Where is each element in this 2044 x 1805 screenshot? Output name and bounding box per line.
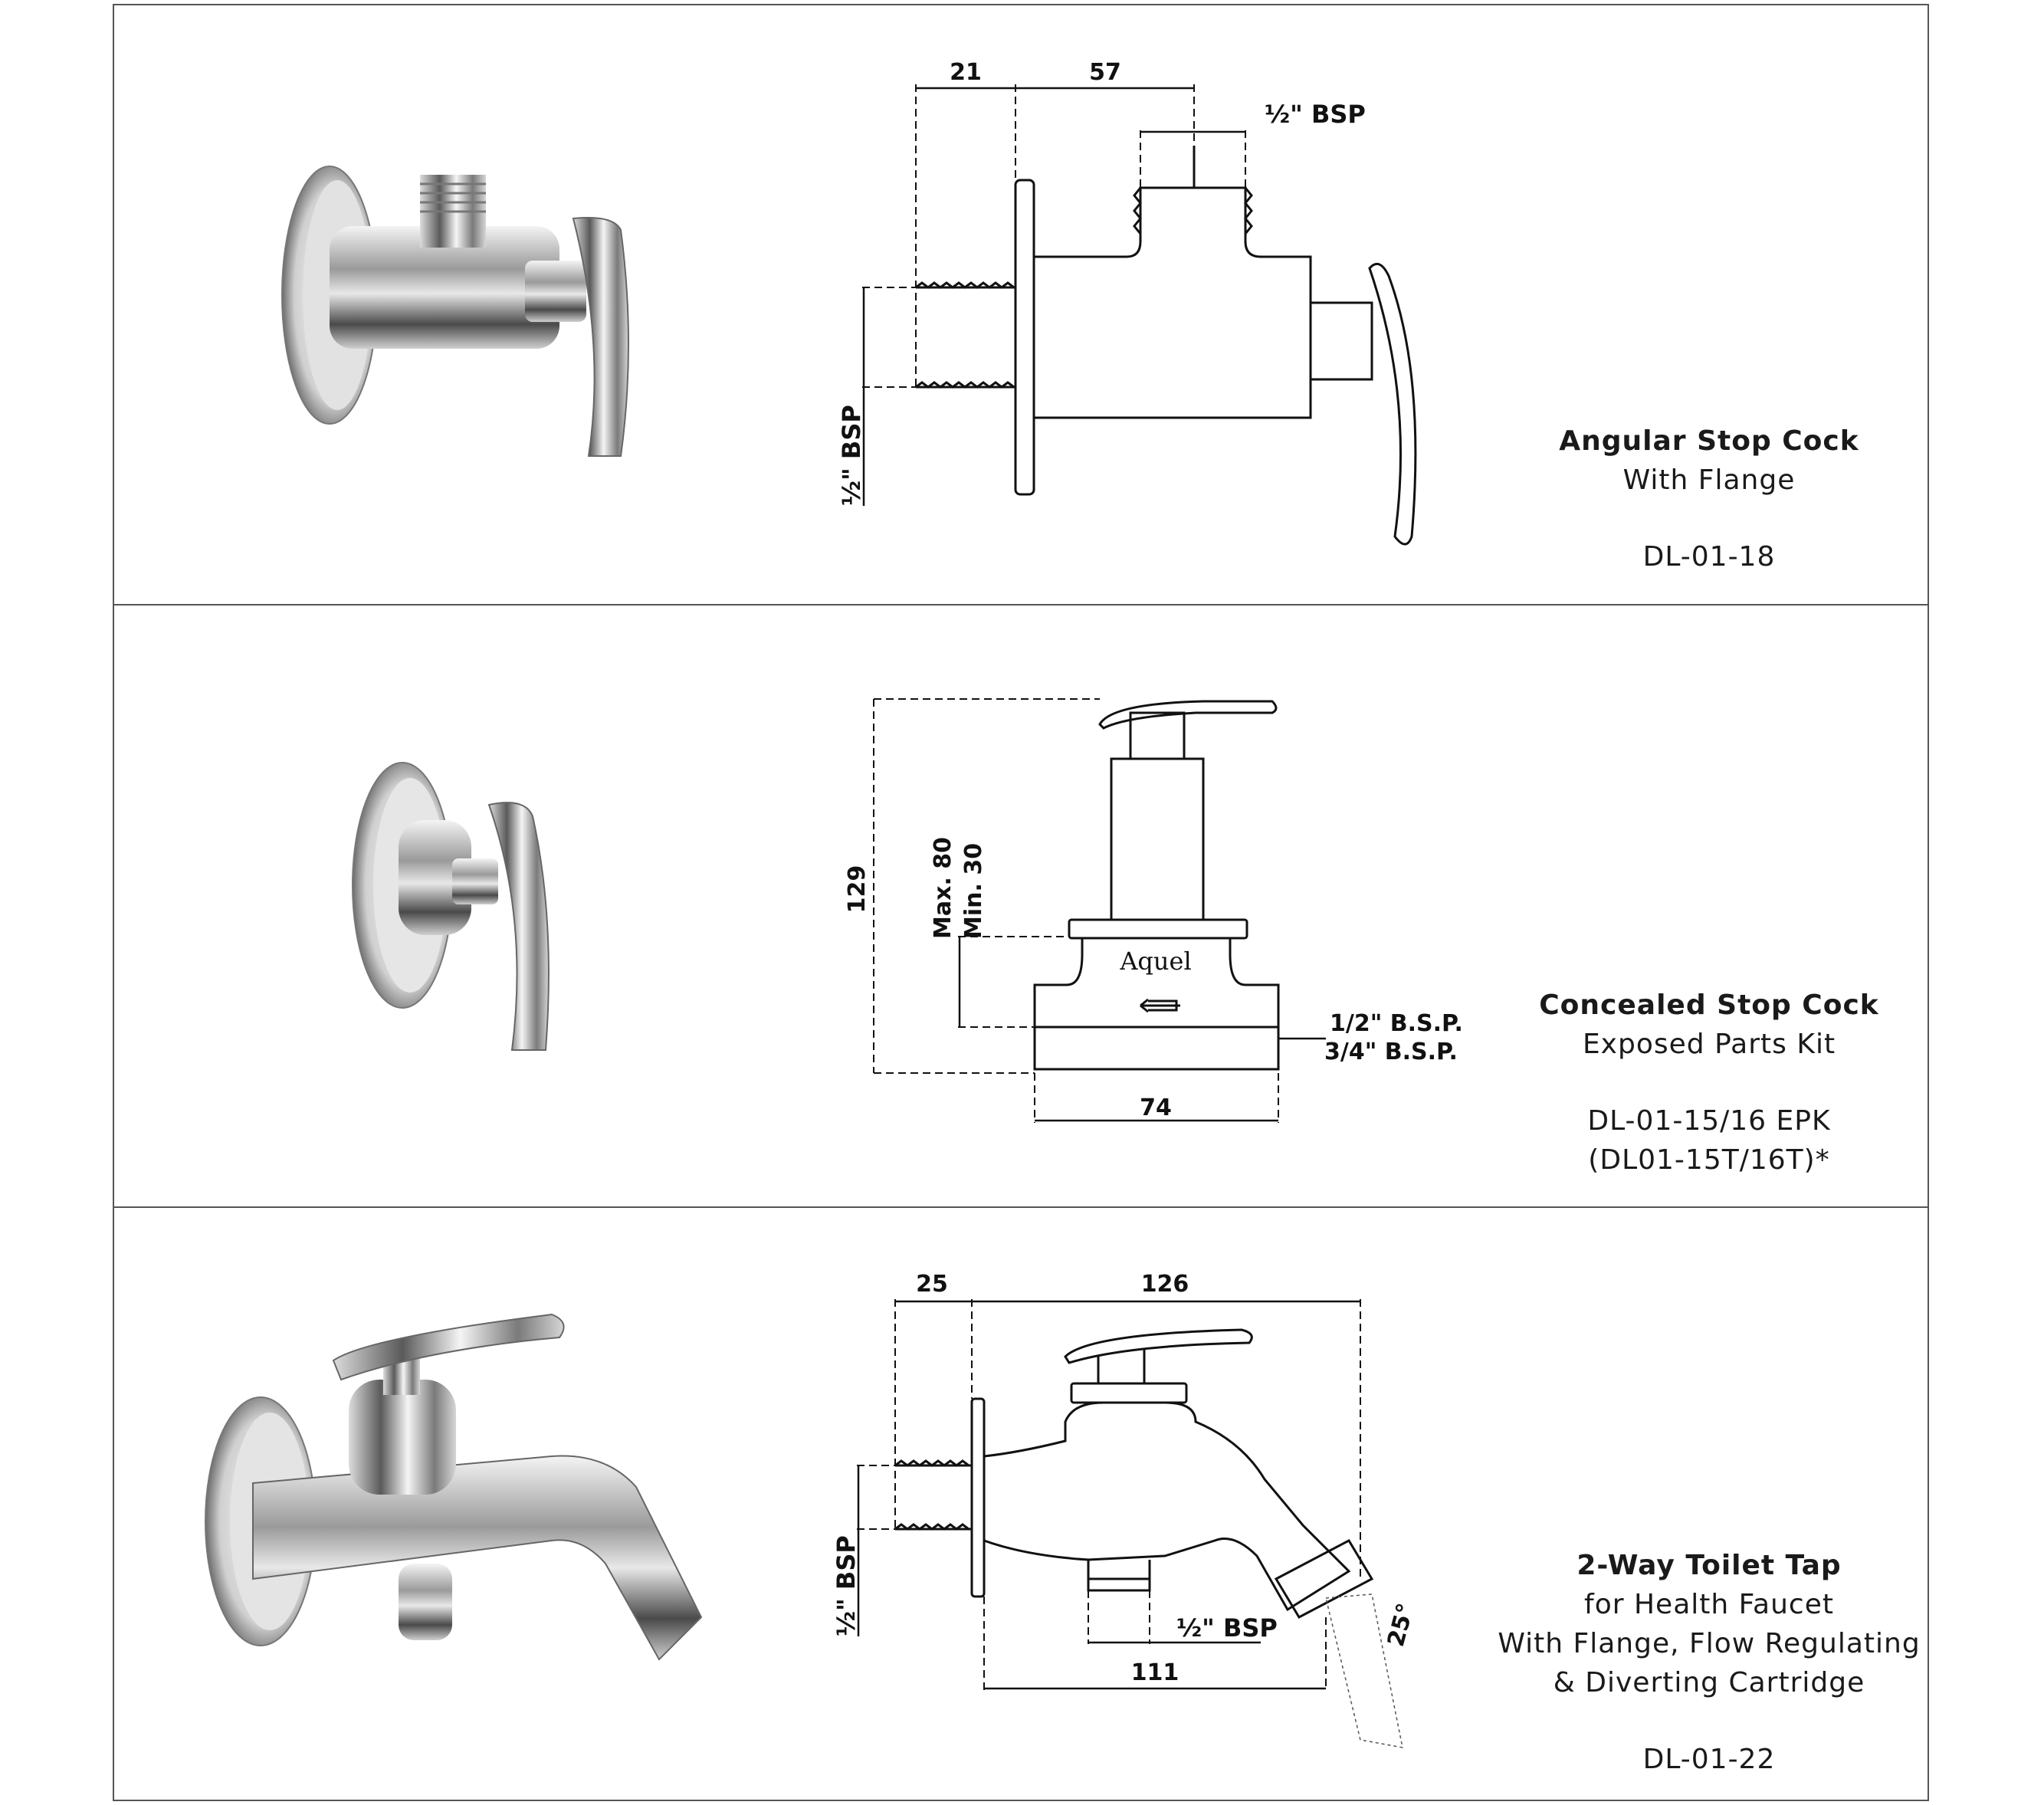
- concealed-stop-cock-drawing: [1033, 700, 1280, 1071]
- angular-stop-cock-dimensions: [862, 84, 1246, 388]
- product-subtitle: With Flange: [1622, 464, 1796, 496]
- dim-74: 74: [1140, 1094, 1172, 1121]
- dim-57: 57: [1089, 59, 1121, 86]
- dim-bsp-side: ½" BSP: [837, 405, 866, 506]
- product-code-alt: (DL01-15T/16T)*: [1588, 1144, 1830, 1176]
- product-panel-concealed-stop-cock: [113, 604, 1929, 1206]
- dim-25: 25: [916, 1271, 948, 1298]
- product-title: Angular Stop Cock: [1559, 425, 1859, 457]
- product-subtitle-line-3: & Diverting Cartridge: [1553, 1667, 1865, 1698]
- toilet-tap-photo: [205, 1313, 703, 1661]
- dim-bsp-three-quarter: 3/4" B.S.P.: [1324, 1039, 1458, 1065]
- product-title: Concealed Stop Cock: [1539, 989, 1879, 1021]
- product-subtitle: Exposed Parts Kit: [1582, 1029, 1836, 1060]
- caption-concealed-stop-cock: Concealed Stop Cock Exposed Parts Kit DL…: [1426, 986, 1993, 1180]
- dim-bsp-side-3: ½" BSP: [832, 1535, 861, 1636]
- concealed-stop-cock-photo: [352, 762, 550, 1051]
- dim-max-80: Max. 80: [930, 837, 956, 939]
- dim-bsp-half: 1/2" B.S.P.: [1330, 1010, 1463, 1037]
- product-subtitle-line-2: With Flange, Flow Regulating: [1498, 1628, 1921, 1659]
- angular-stop-cock-photo: [281, 166, 629, 457]
- product-title: 2-Way Toilet Tap: [1576, 1550, 1842, 1581]
- dim-bsp-bottom: ½" BSP: [1176, 1613, 1278, 1643]
- product-panel-angular-stop-cock: [113, 4, 1929, 604]
- dim-21: 21: [950, 59, 982, 86]
- dim-min-30: Min. 30: [960, 843, 987, 939]
- concealed-stop-cock-dimensions: [873, 698, 1279, 1123]
- dim-126: 126: [1141, 1271, 1189, 1298]
- caption-angular-stop-cock: Angular Stop Cock With Flange DL-01-18: [1426, 422, 1993, 576]
- toilet-tap-drawing: [894, 1328, 1374, 1619]
- brand-mark: Aquel: [1119, 947, 1191, 976]
- spray-hatch: [1325, 1593, 1403, 1748]
- dim-angle: 25°: [1383, 1600, 1419, 1649]
- product-subtitle-line-1: for Health Faucet: [1584, 1589, 1834, 1620]
- dim-111: 111: [1131, 1659, 1179, 1686]
- product-code: DL-01-18: [1642, 541, 1776, 573]
- dim-129: 129: [844, 865, 871, 914]
- product-panel-toilet-tap: [113, 1206, 1929, 1801]
- product-code: DL-01-22: [1642, 1744, 1776, 1775]
- angular-stop-cock-drawing: [915, 146, 1417, 546]
- toilet-tap-dimensions: [857, 1299, 1361, 1690]
- dim-bsp-top: ½" BSP: [1265, 100, 1366, 129]
- caption-toilet-tap: 2-Way Toilet Tap for Health Faucet With …: [1426, 1546, 1993, 1779]
- product-code: DL-01-15/16 EPK: [1587, 1105, 1831, 1137]
